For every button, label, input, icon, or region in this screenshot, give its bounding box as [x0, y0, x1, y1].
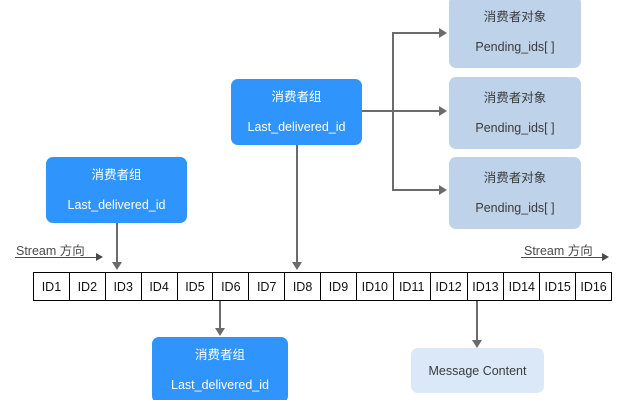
stream-cell: ID9 [321, 273, 357, 300]
consumer-object-field: Pending_ids[ ] [475, 201, 555, 215]
stream-direction-arrowhead-left [96, 253, 103, 261]
consumer-group-box-middle: 消费者组 Last_delivered_id [231, 79, 362, 145]
consumer-group-title: 消费者组 [194, 348, 245, 362]
stream-cell: ID5 [178, 273, 214, 300]
stream-cell: ID16 [580, 279, 607, 294]
stream-cell: ID12 [431, 273, 468, 300]
consumer-object-field: Pending_ids[ ] [475, 121, 555, 135]
connector-branch-vertical [392, 32, 394, 190]
consumer-group-title: 消费者组 [271, 90, 322, 104]
consumer-object-title: 消费者对象 [483, 171, 547, 185]
consumer-object-title: 消费者对象 [483, 10, 547, 24]
connector-stream-to-message-content [476, 301, 478, 341]
stream-cell: ID1 [34, 273, 70, 300]
stream-cell: ID3 [106, 273, 142, 300]
consumer-group-title: 消费者组 [91, 168, 142, 182]
arrow-middle-group-to-stream [292, 262, 302, 270]
stream-cell: ID4 [142, 273, 178, 300]
stream-cell: ID11 [394, 273, 431, 300]
stream-cell: ID13 [468, 273, 505, 300]
stream-direction-arrow-line-right [521, 257, 604, 258]
connector-middle-group-to-stream [296, 145, 298, 264]
connector-group-to-objects-trunk [362, 110, 445, 112]
stream-cell: ID14 [504, 273, 541, 300]
stream-cell: ID8 [285, 273, 321, 300]
connector-left-group-to-stream [116, 223, 118, 264]
consumer-group-box-bottom: 消费者组 Last_delivered_id [152, 337, 288, 400]
stream-direction-label-right: Stream 方向 [524, 244, 593, 258]
stream-cell: ID7 [249, 273, 286, 300]
arrow-to-consumer-object-bottom [439, 185, 447, 195]
message-content-box: Message Content [411, 348, 544, 393]
stream-direction-arrow-line-left [15, 257, 98, 258]
stream-cell: ID2 [70, 273, 106, 300]
consumer-object-box-top: 消费者对象 Pending_ids[ ] [449, 0, 581, 68]
arrow-stream-to-bottom-group [215, 328, 225, 336]
consumer-object-box-bottom: 消费者对象 Pending_ids[ ] [449, 157, 581, 229]
stream-cell: ID15 [540, 273, 577, 300]
connector-stream-to-bottom-group [219, 301, 221, 329]
message-content-label: Message Content [428, 363, 527, 378]
consumer-object-field: Pending_ids[ ] [475, 40, 555, 54]
arrow-to-consumer-object-top [439, 28, 447, 38]
connector-branch-bottom [392, 189, 445, 191]
stream-cell: ID6 [213, 273, 250, 300]
arrow-left-group-to-stream [112, 262, 122, 270]
connector-branch-top [392, 32, 445, 34]
consumer-object-title: 消费者对象 [483, 91, 547, 105]
stream-direction-arrowhead-right [602, 253, 609, 261]
consumer-group-field: Last_delivered_id [171, 378, 269, 392]
arrow-to-consumer-object-middle [439, 106, 447, 116]
consumer-group-field: Last_delivered_id [247, 120, 346, 134]
consumer-group-box-left: 消费者组 Last_delivered_id [46, 157, 187, 223]
stream-direction-label-left: Stream 方向 [16, 244, 85, 258]
consumer-group-field: Last_delivered_id [67, 198, 166, 212]
arrow-stream-to-message-content [472, 340, 482, 348]
stream-cell: ID10 [357, 273, 394, 300]
consumer-object-box-middle: 消费者对象 Pending_ids[ ] [449, 77, 581, 149]
